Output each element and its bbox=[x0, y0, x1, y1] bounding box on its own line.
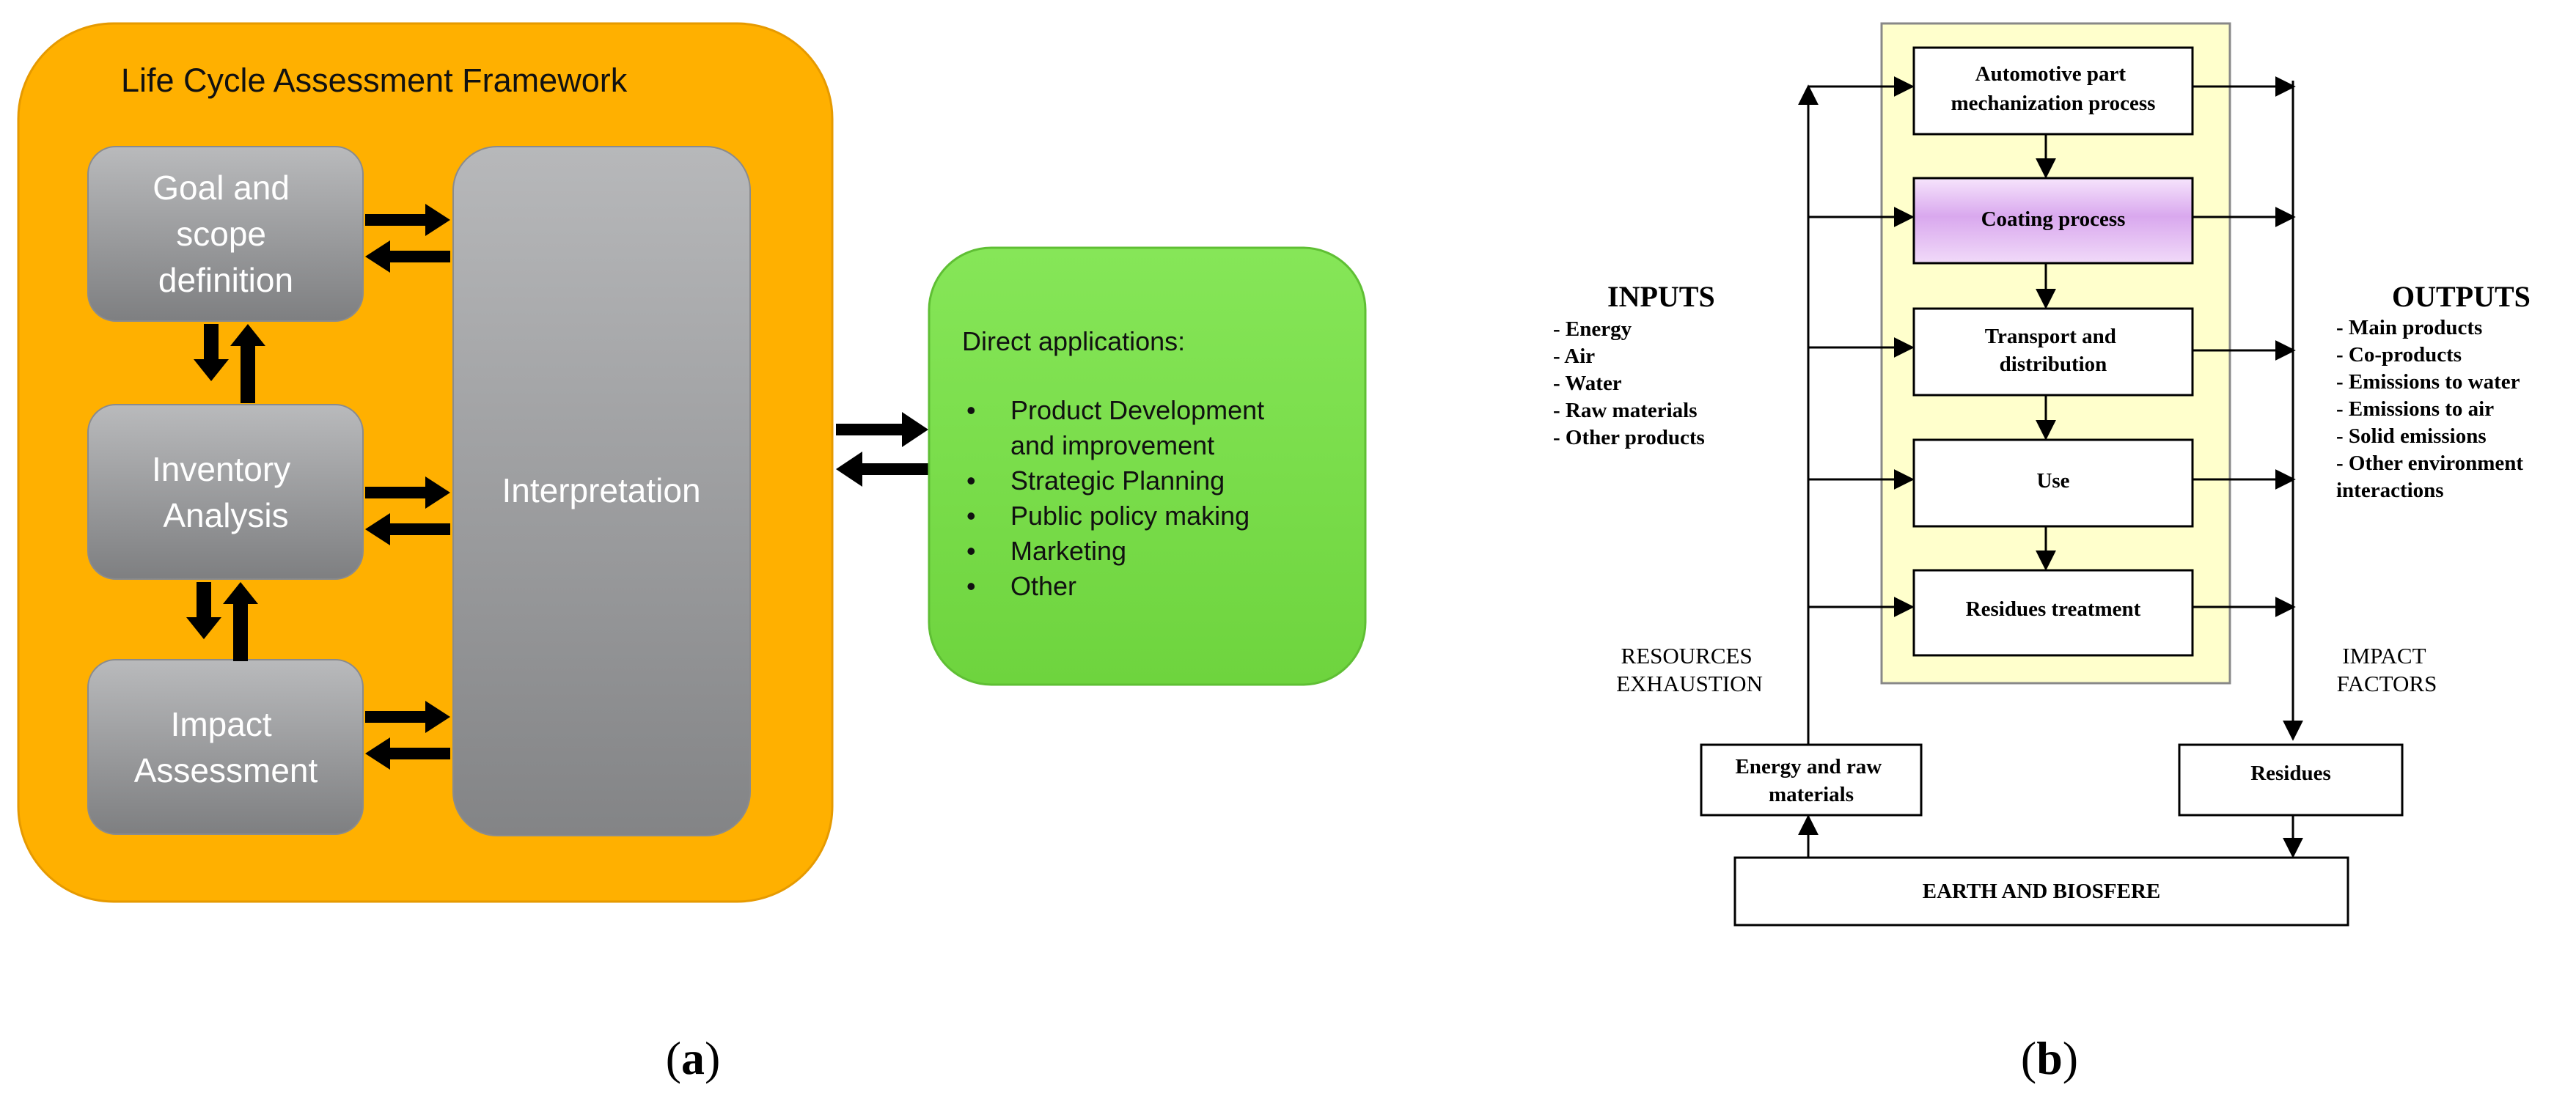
goal-inventory-arrows bbox=[194, 324, 265, 403]
process-box-coating bbox=[1912, 177, 2194, 265]
impact-assessment-box bbox=[87, 659, 364, 835]
outputs-list: - Main products - Co-products - Emission… bbox=[2336, 316, 2528, 502]
caption-b: (b) bbox=[2021, 1032, 2078, 1084]
panel-b bbox=[1700, 22, 2404, 927]
application-item: Other bbox=[1010, 571, 1076, 601]
arrow-left-icon bbox=[365, 513, 450, 545]
interpretation-box bbox=[452, 146, 751, 836]
process-box-transport bbox=[1912, 307, 2194, 397]
arrow-right-icon bbox=[365, 476, 450, 509]
bullet-icon: • bbox=[966, 501, 976, 531]
bullet-icon: • bbox=[966, 571, 976, 601]
application-item: Product Development and improvement bbox=[1010, 395, 1272, 460]
caption-a: (a) bbox=[666, 1032, 721, 1084]
inventory-analysis-box bbox=[87, 404, 364, 580]
outputs-heading: OUTPUTS bbox=[2392, 280, 2531, 313]
application-item: Strategic Planning bbox=[1010, 465, 1225, 496]
goal-scope-label: Goal and scope definition bbox=[153, 169, 298, 299]
application-item: Public policy making bbox=[1010, 501, 1250, 531]
application-item: Marketing bbox=[1010, 536, 1126, 566]
residues-label: Residues bbox=[2250, 762, 2331, 785]
inventory-impact-arrows bbox=[186, 582, 258, 661]
applications-list: • Product Development and improvement • … bbox=[966, 395, 1272, 601]
framework-applications-arrows bbox=[836, 412, 928, 487]
bullet-icon: • bbox=[966, 536, 976, 566]
bullet-icon: • bbox=[966, 465, 976, 496]
energy-raw-materials-label: Energy and raw materials bbox=[1735, 755, 1887, 806]
inventory-interpretation-arrows bbox=[365, 476, 450, 545]
direct-applications-box bbox=[928, 246, 1367, 686]
process-label-mechanization: Automotive part mechanization process bbox=[1951, 62, 2156, 115]
arrow-left-icon bbox=[365, 240, 450, 273]
panel-a: Life Cycle Assessment Framework Goal and… bbox=[17, 22, 1367, 903]
process-box-mechanization bbox=[1912, 46, 2194, 136]
bullet-icon: • bbox=[966, 395, 976, 425]
impact-interpretation-arrows bbox=[365, 701, 450, 770]
goal-scope-box bbox=[87, 146, 364, 322]
captions: (a) (b) bbox=[666, 1032, 2078, 1084]
energy-raw-materials-box bbox=[1700, 743, 1923, 817]
impact-factors-label: IMPACT FACTORS bbox=[2337, 643, 2437, 696]
arrow-right-icon bbox=[365, 204, 450, 236]
impact-assessment-label: Impact Assessment bbox=[134, 705, 318, 789]
arrow-left-icon bbox=[365, 737, 450, 770]
inputs-heading: INPUTS bbox=[1607, 280, 1715, 313]
arrow-right-icon bbox=[836, 412, 928, 447]
arrow-down-icon bbox=[194, 324, 229, 381]
arrow-up-icon bbox=[230, 324, 265, 403]
arrow-left-icon bbox=[836, 452, 928, 487]
process-label-transport: Transport and distribution bbox=[1985, 325, 2121, 376]
interpretation-label: Interpretation bbox=[502, 471, 700, 509]
lca-framework-title: Life Cycle Assessment Framework bbox=[121, 62, 628, 99]
arrow-down-icon bbox=[186, 582, 221, 639]
process-label-coating: Coating process bbox=[1981, 207, 2126, 231]
process-label-residues-treatment: Residues treatment bbox=[1966, 597, 2141, 621]
resources-exhaustion-label: RESOURCES EXHAUSTION bbox=[1616, 643, 1763, 696]
earth-biosfere-label: EARTH AND BIOSFERE bbox=[1923, 880, 2161, 903]
inputs-list: - Energy - Air - Water - Raw materials -… bbox=[1553, 317, 1705, 449]
goal-interpretation-arrows bbox=[365, 204, 450, 273]
process-box-use bbox=[1912, 438, 2194, 528]
residues-box bbox=[2178, 743, 2404, 817]
arrow-right-icon bbox=[365, 701, 450, 733]
inventory-analysis-label: Inventory Analysis bbox=[152, 450, 300, 534]
arrow-up-icon bbox=[223, 582, 258, 661]
earth-biosfere-box bbox=[1733, 856, 2349, 927]
panel-b-text: Automotive part mechanization process Co… bbox=[1553, 62, 2531, 903]
direct-applications-heading: Direct applications: bbox=[962, 326, 1185, 356]
process-label-use: Use bbox=[2036, 469, 2069, 493]
